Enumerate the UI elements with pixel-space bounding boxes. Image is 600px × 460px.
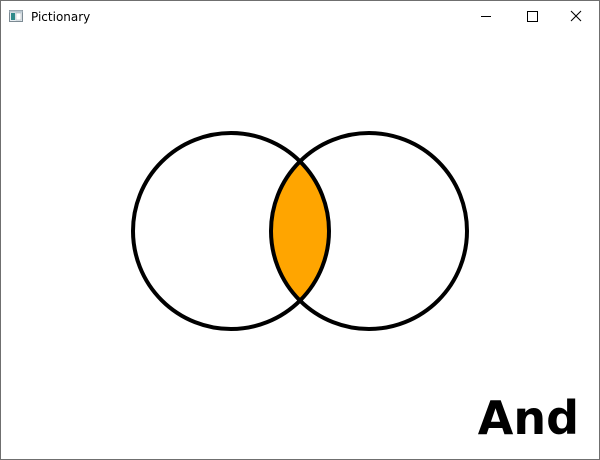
venn-right-circle <box>269 131 469 331</box>
maximize-icon <box>527 11 538 22</box>
window-title: Pictionary <box>31 10 91 24</box>
close-button[interactable] <box>553 1 599 32</box>
venn-diagram <box>131 131 469 331</box>
minimize-button[interactable] <box>463 1 509 32</box>
drawing-canvas: And <box>1 32 599 459</box>
window-app-icon <box>9 10 23 22</box>
close-icon <box>570 10 582 22</box>
answer-word: And <box>477 391 579 445</box>
minimize-icon <box>481 16 491 17</box>
venn-left-circle <box>131 131 331 331</box>
maximize-button[interactable] <box>509 1 555 32</box>
title-bar[interactable]: Pictionary <box>1 1 599 32</box>
